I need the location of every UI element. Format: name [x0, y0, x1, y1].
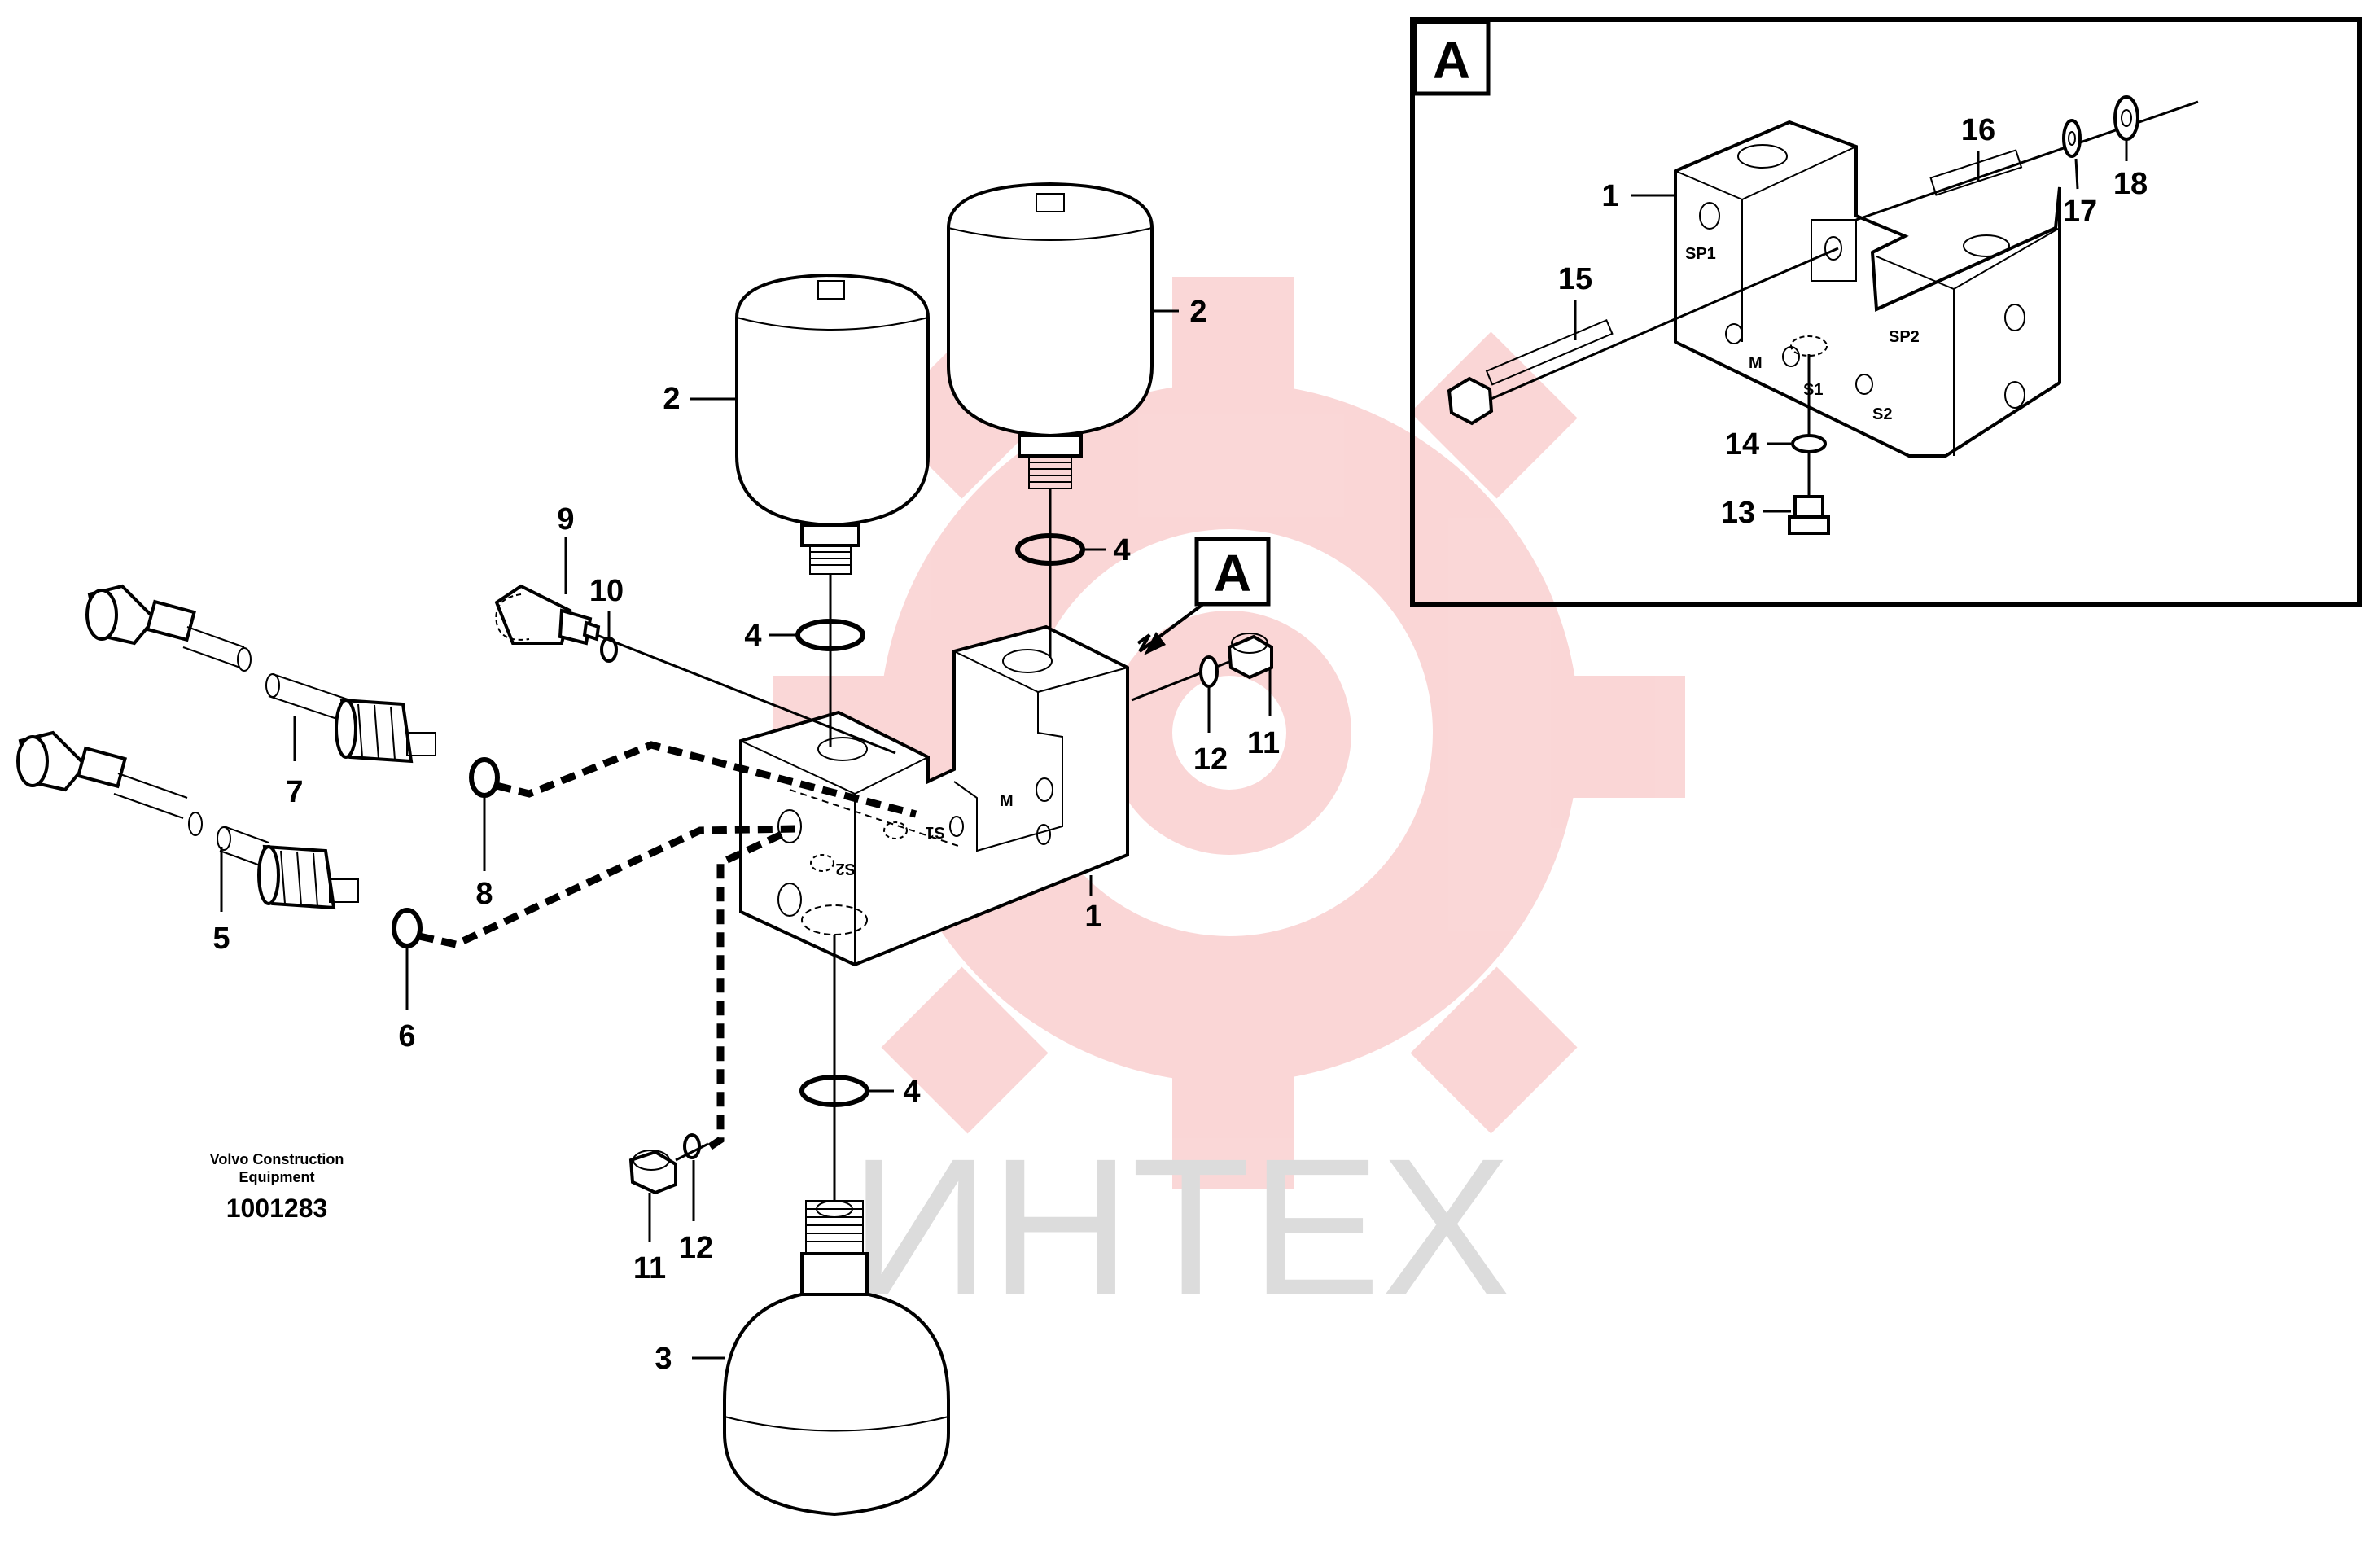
callout-4-right: 4	[1113, 533, 1130, 567]
accumulator-right	[947, 182, 1154, 489]
callout-6: 6	[398, 1019, 415, 1053]
view-a-marker	[1136, 537, 1271, 655]
detail-leaders	[1574, 140, 2128, 513]
detail-view-a: A SP1 SP2 M S1 S2	[1410, 17, 2362, 607]
watermark-gear-icon	[773, 277, 1685, 1189]
callout-11-bottom: 11	[633, 1251, 666, 1285]
callout-12-bottom: 12	[679, 1231, 713, 1265]
port-sp2-label: SP2	[1889, 328, 1920, 346]
washer-right	[1199, 655, 1219, 688]
callout-11-right: 11	[1247, 726, 1280, 760]
callout-2-right: 2	[1189, 295, 1206, 329]
callout-3: 3	[655, 1342, 672, 1376]
detail-callout-14: 14	[1725, 427, 1759, 462]
plug-right	[1227, 633, 1273, 680]
main-port-s1-label: S1	[926, 823, 945, 841]
main-leaders	[220, 309, 1272, 1360]
accumulator-left	[735, 273, 930, 575]
detail-pin-16	[1855, 100, 2199, 221]
callout-8: 8	[475, 877, 493, 911]
caption-line1: Volvo Construction	[210, 1151, 344, 1167]
detail-bolt-15	[1447, 247, 1839, 426]
washer-10	[600, 637, 618, 663]
watermark-text: ИНТЕХ	[850, 1118, 1512, 1336]
detail-callout-18: 18	[2113, 167, 2148, 201]
detail-callout-15: 15	[1558, 262, 1592, 296]
view-a-marker-label: A	[1214, 544, 1251, 602]
callout-5: 5	[212, 922, 230, 956]
detail-callout-16: 16	[1961, 113, 1995, 147]
port-m-label: M	[1749, 354, 1763, 372]
test-coupling-9	[494, 584, 601, 646]
detail-view-label: A	[1433, 31, 1470, 90]
port-s2-label: S2	[1872, 405, 1892, 423]
detail-callout-13: 13	[1721, 496, 1755, 530]
caption-line2: Equipment	[239, 1169, 315, 1185]
accumulator-bottom	[723, 1200, 950, 1517]
washer-6	[392, 908, 423, 948]
caption-code: 1001283	[226, 1194, 328, 1223]
washer-8	[469, 757, 500, 798]
callout-2-left: 2	[663, 382, 680, 416]
detail-washer-18	[2113, 95, 2139, 141]
port-s1-label: S1	[1803, 381, 1823, 399]
callout-10: 10	[589, 574, 624, 608]
detail-valve-block	[1674, 120, 2061, 458]
main-valve-block	[739, 624, 1129, 967]
port-sp1-label: SP1	[1685, 245, 1716, 263]
callout-12-right: 12	[1193, 742, 1228, 777]
detail-washer-17	[2062, 119, 2082, 158]
detail-callout-1: 1	[1601, 179, 1618, 213]
callout-4-bottom: 4	[903, 1075, 920, 1109]
callout-7: 7	[286, 775, 303, 809]
main-port-m-label: M	[1000, 792, 1014, 810]
hose-5	[16, 730, 359, 910]
hose-7	[85, 584, 436, 764]
washer-bottom	[683, 1133, 701, 1159]
callout-4-left: 4	[744, 619, 761, 653]
detail-callout-17: 17	[2063, 195, 2097, 229]
main-port-s2-label: S2	[836, 860, 856, 878]
detail-washer-14	[1791, 434, 1827, 453]
callout-1-main: 1	[1084, 900, 1101, 934]
callout-9: 9	[557, 502, 574, 537]
detail-plug-13	[1788, 495, 1830, 535]
plug-bottom	[628, 1150, 677, 1195]
